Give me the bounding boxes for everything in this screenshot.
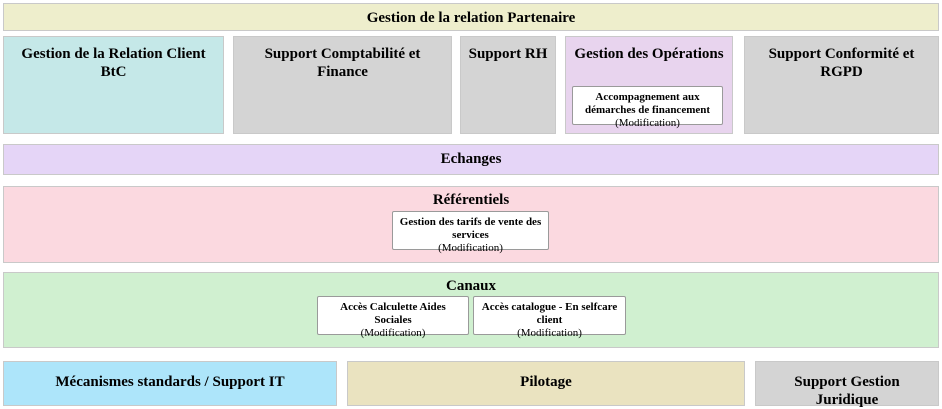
capability-card-accompagnement-financement[interactable]: Accompagnement aux démarches de financem… [572, 86, 723, 129]
capability-card-title: Accompagnement aux démarches de financem… [584, 91, 711, 116]
domain-block-label: Gestion de la Relation Client BtC [21, 46, 206, 80]
capability-card-gestion-tarifs-vente-services[interactable]: Gestion des tarifs de vente des services… [392, 211, 549, 254]
layer-band-label: Canaux [445, 278, 497, 294]
domain-block-label: Support Comptabilité et Finance [264, 46, 421, 80]
capability-card-state: (Modification) [615, 116, 680, 129]
layer-band-referentiels[interactable]: Référentiels Gestion des tarifs de vente… [3, 186, 939, 263]
layer-band-label: Echanges [440, 151, 502, 167]
capability-card-state: (Modification) [360, 326, 426, 339]
layer-band-canaux[interactable]: Canaux Accès Calculette Aides Sociales (… [3, 272, 939, 348]
support-block-label: Pilotage [520, 374, 572, 390]
domain-block-label: Gestion des Opérations [574, 46, 724, 62]
support-block-label: Support Gestion Juridique [794, 374, 900, 408]
header-band-label: Gestion de la relation Partenaire [366, 10, 576, 26]
domain-block-support-comptabilite-finance[interactable]: Support Comptabilité et Finance [233, 36, 452, 134]
domain-block-gestion-des-operations[interactable]: Gestion des Opérations Accompagnement au… [565, 36, 733, 134]
layer-band-label: Référentiels [432, 192, 510, 208]
support-block-mecanismes-standards-support-it[interactable]: Mécanismes standards / Support IT [3, 361, 337, 406]
capability-card-state: (Modification) [438, 241, 503, 254]
capability-card-title: Gestion des tarifs de vente des services [399, 216, 542, 241]
capability-card-state: (Modification) [517, 326, 582, 339]
capability-card-acces-catalogue-selfcare-client[interactable]: Accès catalogue - En selfcare client (Mo… [473, 296, 626, 339]
layer-band-echanges[interactable]: Echanges [3, 144, 939, 175]
support-block-label: Mécanismes standards / Support IT [55, 374, 285, 390]
domain-block-support-conformite-rgpd[interactable]: Support Conformité et RGPD [744, 36, 939, 134]
capability-card-title: Accès catalogue - En selfcare client [481, 301, 618, 326]
capability-card-title: Accès Calculette Aides Sociales [340, 301, 446, 326]
domain-block-gestion-relation-client-btc[interactable]: Gestion de la Relation Client BtC [3, 36, 224, 134]
domain-block-label: Support RH [468, 46, 548, 62]
domain-block-support-rh[interactable]: Support RH [460, 36, 556, 134]
header-band-gestion-relation-partenaire[interactable]: Gestion de la relation Partenaire [3, 3, 939, 31]
support-block-support-gestion-juridique[interactable]: Support Gestion Juridique [755, 361, 939, 408]
capability-card-acces-calculette-aides-sociales[interactable]: Accès Calculette Aides Sociales (Modific… [317, 296, 469, 339]
support-block-pilotage[interactable]: Pilotage [347, 361, 745, 406]
domain-block-label: Support Conformité et RGPD [768, 46, 915, 80]
